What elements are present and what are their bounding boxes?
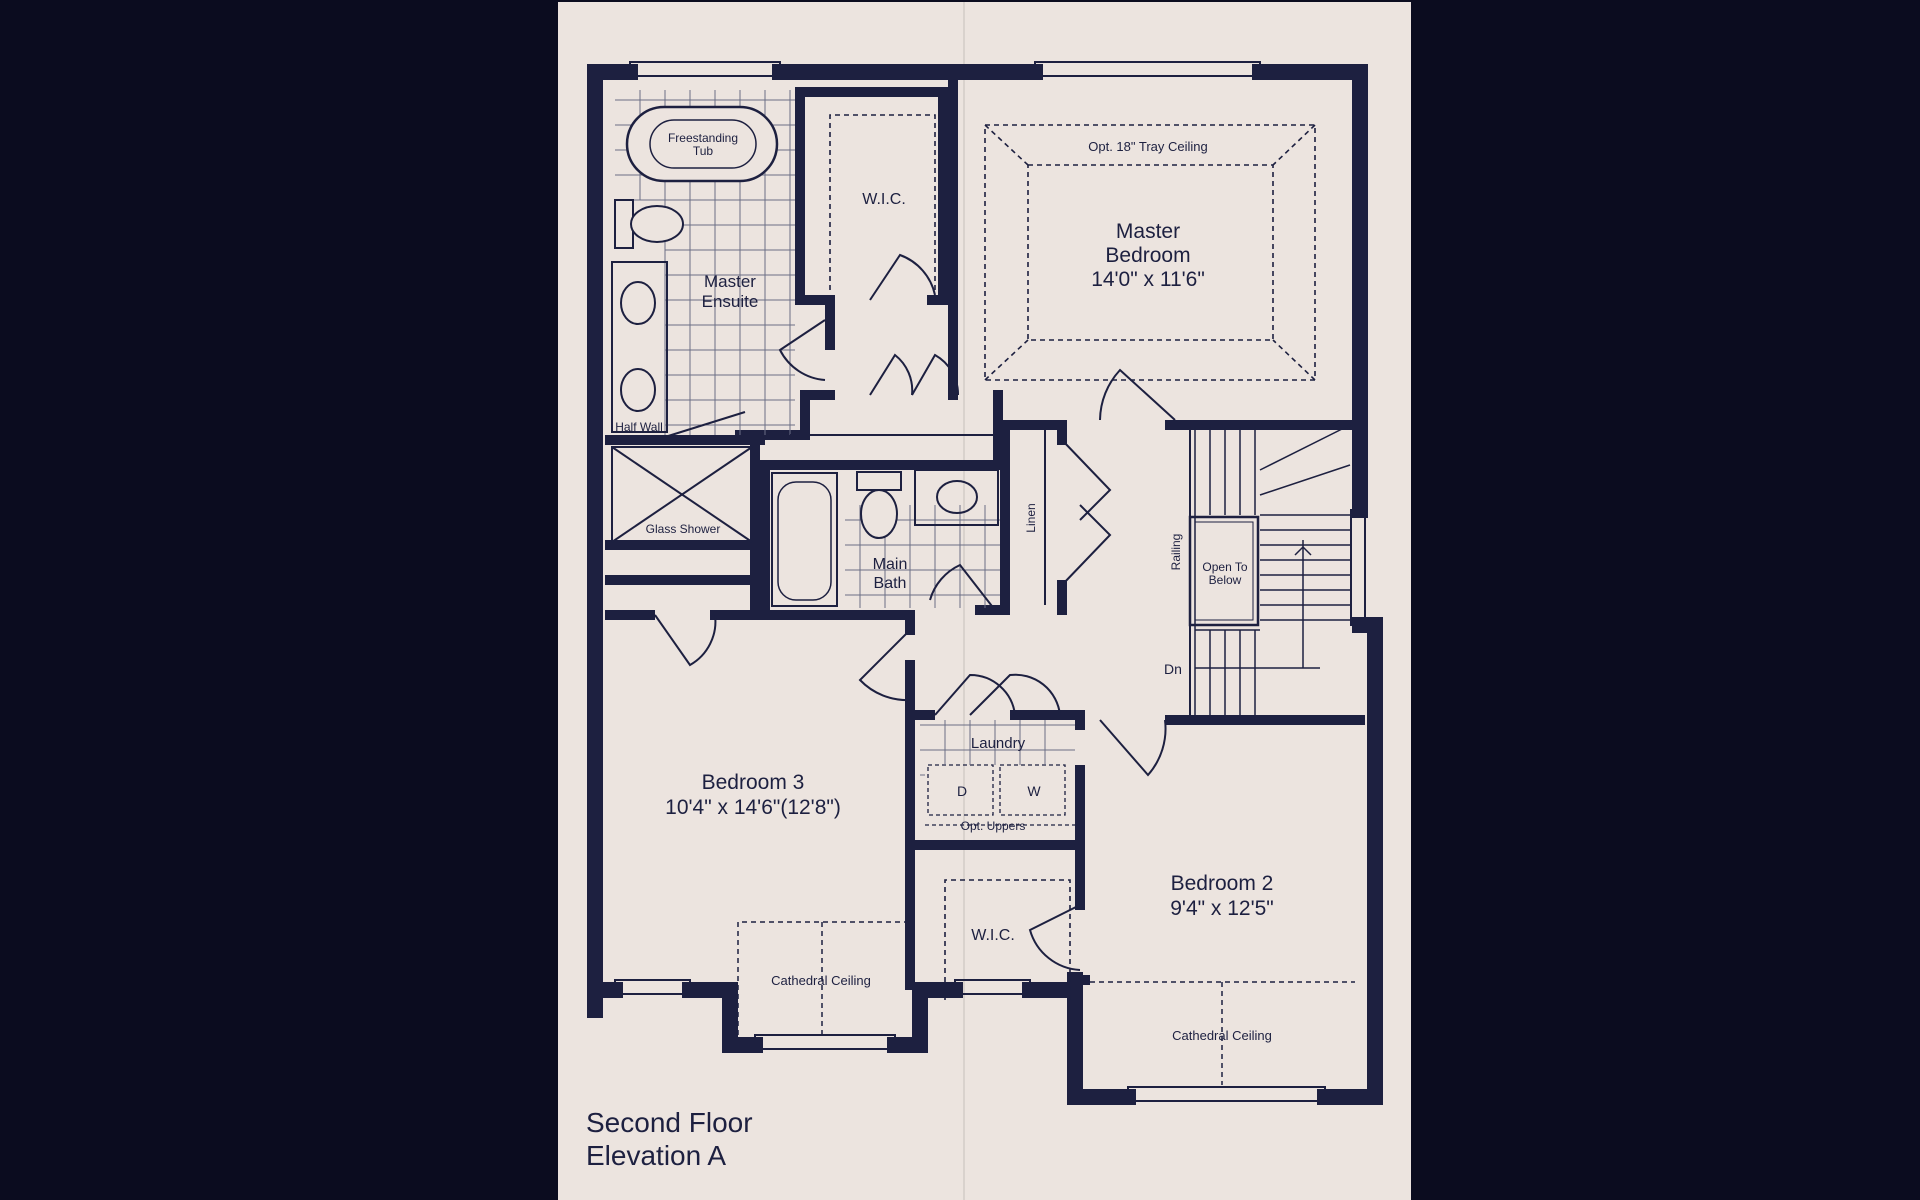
bedroom3-size: 10'4" x 14'6"(12'8"): [665, 796, 841, 819]
laundry-machines: [925, 764, 1075, 826]
main-bath-label-2: Bath: [874, 575, 907, 592]
linen-label: Linen: [1024, 503, 1038, 532]
main-bath-sink-icon: [914, 469, 999, 526]
half-wall: [664, 411, 746, 438]
tray-ceiling-outline: [984, 124, 1316, 381]
master-bedroom-size: 14'0" x 11'6": [1091, 268, 1205, 291]
wic-shelving: [829, 114, 1071, 1000]
bedroom2-name: Bedroom 2: [1171, 872, 1274, 895]
staircase: [1188, 424, 1351, 715]
freestanding-tub-icon: [625, 105, 779, 183]
bedroom2-wic-label: W.I.C.: [971, 927, 1015, 944]
dryer-label: D: [957, 783, 967, 799]
half-wall-label: Half Wall: [615, 420, 663, 434]
main-bath-toilet-icon: [856, 471, 902, 539]
door-swings: [654, 253, 1176, 971]
paper-fold-line: [963, 2, 965, 1200]
open-to-below-label-1: Open To: [1202, 560, 1247, 574]
stairs-down-label: Dn: [1164, 661, 1182, 677]
bedroom3-name: Bedroom 3: [702, 771, 805, 794]
railing-label: Railing: [1169, 534, 1183, 571]
plan-caption: Second Floor Elevation A: [586, 1106, 753, 1172]
interior-walls: [605, 75, 1365, 990]
open-to-below-label-2: Below: [1209, 573, 1242, 587]
bedroom2-cathedral-label: Cathedral Ceiling: [1172, 1028, 1272, 1043]
ensuite-vanity-icon: [611, 261, 668, 433]
plan-title: Second Floor: [586, 1107, 753, 1138]
windows: [614, 61, 1366, 1102]
cathedral-ceiling-lines: [737, 921, 1355, 1085]
master-ensuite-label-2: Ensuite: [702, 292, 759, 311]
room-labels: Opt. 18" Tray Ceiling Master Bedroom 14'…: [615, 131, 1274, 1043]
laundry-label: Laundry: [971, 735, 1026, 752]
master-bedroom-name-1: Master: [1116, 220, 1180, 243]
exterior-walls: [587, 64, 1383, 1105]
master-bedroom-name-2: Bedroom: [1105, 244, 1190, 267]
bedroom3-cathedral-label: Cathedral Ceiling: [771, 973, 871, 988]
ensuite-toilet-icon: [614, 199, 684, 249]
washer-label: W: [1027, 783, 1041, 799]
glass-shower-icon: [611, 446, 753, 543]
opt-uppers-label: Opt. Uppers: [961, 819, 1026, 833]
tub-label-1: Freestanding: [668, 131, 738, 145]
laundry-tile-grid: [920, 720, 1075, 776]
plan-subtitle: Elevation A: [586, 1140, 727, 1171]
main-bath-tub-icon: [771, 472, 838, 607]
linen-closet-shelf: [790, 430, 1046, 605]
bedroom2-size: 9'4" x 12'5": [1170, 897, 1274, 920]
tray-ceiling-label: Opt. 18" Tray Ceiling: [1088, 139, 1208, 154]
glass-shower-label: Glass Shower: [646, 522, 721, 536]
tub-label-2: Tub: [693, 144, 714, 158]
main-bath-label-1: Main: [873, 556, 908, 573]
master-wic-label: W.I.C.: [862, 191, 906, 208]
master-ensuite-label-1: Master: [704, 272, 756, 291]
